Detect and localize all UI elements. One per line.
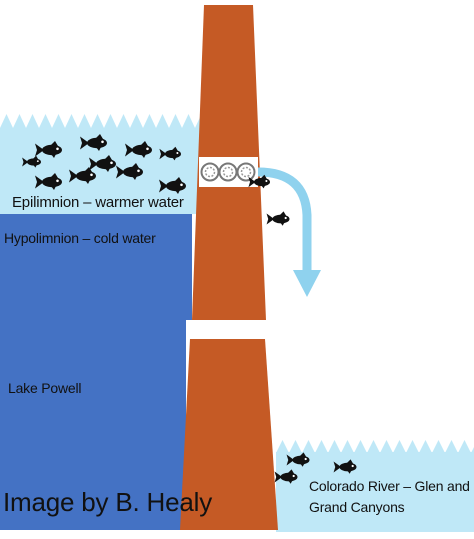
wave-icon (289, 440, 302, 453)
wave-icon (328, 440, 341, 453)
wave-icon (13, 114, 26, 128)
wave-icon (419, 440, 432, 453)
wave-icon (182, 114, 195, 128)
image-credit: Image by B. Healy (3, 487, 213, 517)
wave-icon (458, 440, 471, 453)
wave-icon (445, 440, 458, 453)
wave-icon (393, 440, 406, 453)
wave-icon (367, 440, 380, 453)
wave-icon (302, 440, 315, 453)
wave-icon (471, 447, 474, 453)
wave-icon (117, 114, 130, 128)
turbine-icon (218, 162, 238, 182)
lake-surface-waves (0, 114, 208, 128)
wave-icon (406, 440, 419, 453)
wave-icon (104, 114, 117, 128)
wave-icon (91, 114, 104, 128)
wave-icon (341, 440, 354, 453)
turbine-icons (200, 162, 256, 182)
flow-arrow-icon (257, 167, 312, 272)
river-water (276, 452, 474, 532)
wave-icon (65, 114, 78, 128)
turbine-hub (204, 166, 216, 178)
river-surface-waves (276, 440, 474, 453)
wave-icon (0, 114, 13, 128)
hypolimnion-label: Hypolimnion – cold water (4, 230, 156, 246)
wave-icon (39, 114, 52, 128)
wave-icon (52, 114, 65, 128)
turbine-hub (240, 166, 252, 178)
wave-icon (354, 440, 367, 453)
hypolimnion-layer (0, 214, 192, 530)
turbine-icon (200, 162, 220, 182)
epilimnion-label: Epilimnion – warmer water (12, 194, 184, 211)
river-label-line2: Grand Canyons (309, 499, 405, 515)
wave-icon (130, 114, 143, 128)
wave-icon (315, 440, 328, 453)
wave-icon (432, 440, 445, 453)
wave-icon (156, 114, 169, 128)
wave-icon (380, 440, 393, 453)
wave-icon (169, 114, 182, 128)
wave-icon (143, 114, 156, 128)
turbine-hub (222, 166, 234, 178)
wave-icon (78, 114, 91, 128)
fish-icon (266, 211, 290, 226)
wave-icon (276, 440, 289, 453)
wave-icon (26, 114, 39, 128)
river-label-line1: Colorado River – Glen and (309, 478, 470, 494)
dam-lower-section (180, 339, 278, 530)
flow-arrowhead (293, 270, 321, 297)
turbine-icon (236, 162, 256, 182)
lake-label: Lake Powell (8, 380, 82, 396)
